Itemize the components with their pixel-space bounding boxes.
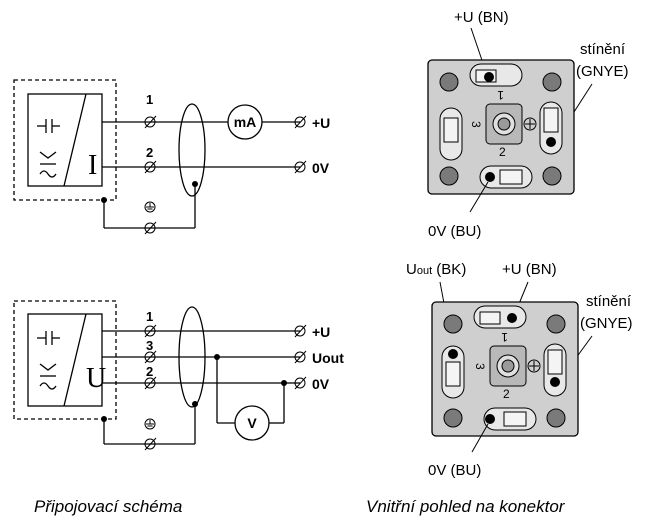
sensor-housing-dashed: [13, 79, 117, 201]
symbol-letter: U: [86, 363, 106, 394]
converter-diagonal: [63, 93, 87, 187]
terminal-screw: [499, 169, 523, 185]
mounting-hole: [542, 72, 562, 92]
wire-dot-shield: [546, 137, 556, 147]
ground-mark-icon: [527, 359, 541, 373]
meter-label: V: [247, 415, 257, 431]
ground-icon: [144, 418, 156, 430]
sensor-housing-dashed: [13, 300, 117, 420]
label-shield-color: (GNYE): [576, 63, 629, 80]
pin-label: 1: [146, 92, 153, 107]
terminal-slash-icon: [294, 376, 307, 390]
terminal-slash-icon: [294, 160, 307, 174]
wire-dot-zero-v: [485, 172, 495, 182]
terminal-slash-icon: [144, 221, 157, 235]
dc-symbol-icon: [37, 119, 60, 133]
pin-number: 2: [499, 145, 506, 159]
pin-number: 2: [503, 387, 510, 401]
pin-number: 3: [473, 363, 487, 370]
wire-dot-shield: [550, 377, 560, 387]
mounting-hole: [546, 314, 566, 334]
label-zero-v: 0V (BU): [428, 223, 481, 240]
label-uout: Uout (BK): [406, 261, 466, 278]
caption-schematic: Připojovací schéma: [34, 497, 182, 516]
terminal-label: 0V: [312, 160, 330, 176]
terminal-slash-icon: [144, 350, 157, 364]
meter-label: mA: [234, 114, 257, 130]
terminal-slash-icon: [144, 115, 157, 129]
pin-number: 3: [469, 121, 483, 128]
pin-label: 2: [146, 145, 153, 160]
wire-dot-plus-u: [484, 72, 494, 82]
shield-ellipse: [178, 103, 206, 197]
caption-connector: Vnitřní pohled na konektor: [366, 497, 566, 516]
label-shield-color: (GNYE): [580, 315, 633, 332]
terminal-slash-icon: [144, 324, 157, 338]
label-plus-u: +U (BN): [454, 9, 509, 26]
label-shield: stínění: [586, 293, 632, 310]
ground-icon: [144, 201, 156, 213]
terminal-screw: [547, 349, 563, 375]
connector-top: +U (BN) stínění (GNYE) 1 3 2 0V (BU): [427, 9, 629, 240]
terminal-screw: [543, 107, 559, 133]
terminal-screw: [503, 411, 527, 427]
ground-mark-icon: [523, 117, 537, 131]
mounting-hole: [546, 408, 566, 428]
label-plus-u: +U (BN): [502, 261, 557, 278]
terminal-slash-icon: [144, 437, 157, 451]
label-zero-v: 0V (BU): [428, 462, 481, 479]
schematic-bottom: U 1 +U 3 Uout 2 0V: [13, 300, 344, 451]
terminal-slash-icon: [294, 115, 307, 129]
mounting-hole: [439, 166, 459, 186]
shield-ellipse: [178, 306, 206, 408]
wire-dot-uout: [448, 349, 458, 359]
pin-label: 2: [146, 364, 153, 379]
pin-label: 3: [146, 338, 153, 353]
mounting-hole: [542, 166, 562, 186]
converter-diagonal: [63, 313, 87, 407]
symbol-letter: I: [88, 150, 97, 181]
terminal-screw: [443, 117, 459, 143]
pin-label: 1: [146, 309, 153, 324]
terminal-screw: [479, 311, 501, 325]
sensor-box: [27, 93, 103, 187]
ac-symbol-icon: [39, 363, 57, 390]
wire-dot-zero-v: [485, 414, 495, 424]
terminal-slash-icon: [294, 324, 307, 338]
schematic-top: I 1 mA +U 2 0V: [13, 79, 330, 235]
terminal-label: +U: [312, 324, 330, 340]
label-shield: stínění: [580, 41, 626, 58]
mounting-hole: [439, 72, 459, 92]
wire-dot-plus-u: [507, 313, 517, 323]
sensor-box: [27, 313, 103, 407]
mounting-hole: [443, 408, 463, 428]
dc-symbol-icon: [37, 331, 60, 345]
pin-number: 1: [501, 330, 508, 344]
pin-number: 1: [497, 88, 504, 102]
terminal-label: Uout: [312, 350, 344, 366]
terminal-slash-icon: [144, 160, 157, 174]
terminal-label: 0V: [312, 376, 330, 392]
terminal-slash-icon: [294, 350, 307, 364]
terminal-screw: [445, 361, 461, 387]
connector-bottom: Uout (BK) +U (BN) stínění (GNYE) 1 3: [406, 261, 633, 479]
ac-symbol-icon: [39, 151, 57, 178]
mounting-hole: [443, 314, 463, 334]
terminal-slash-icon: [144, 376, 157, 390]
terminal-label: +U: [312, 115, 330, 131]
